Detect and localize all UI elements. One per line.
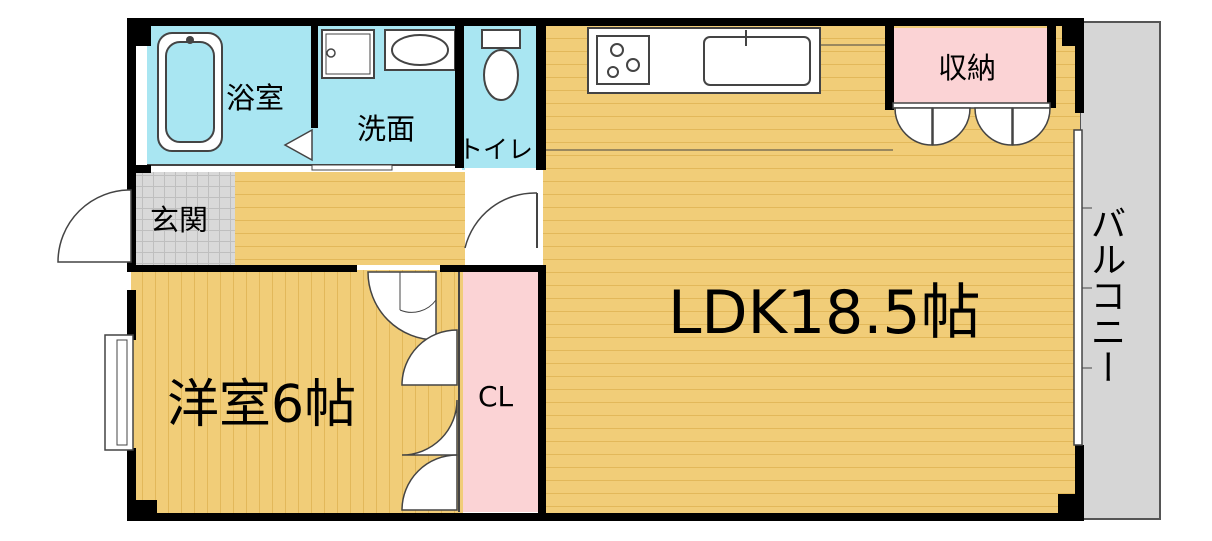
balcony-window	[1073, 129, 1083, 446]
stove-icon	[596, 35, 650, 85]
storage-doors	[892, 102, 1051, 146]
entrance-floor	[135, 172, 235, 265]
walls	[127, 18, 1084, 521]
room-label-toilet: トイレ	[458, 135, 533, 164]
room-label-washroom: 洗面	[357, 112, 415, 146]
toilet-bowl-icon	[483, 49, 519, 101]
entrance-door	[57, 189, 132, 263]
toilet-doorway	[465, 168, 540, 265]
closet-area	[463, 272, 541, 512]
sink-icon	[703, 36, 811, 86]
room-label-storage: 収納	[938, 51, 996, 85]
toilet-door	[464, 192, 538, 249]
room-label-entrance: 玄関	[150, 203, 208, 237]
balcony-area	[1079, 21, 1161, 520]
washing-machine-icon	[321, 29, 375, 79]
room-label-western: 洋室6帖	[167, 375, 356, 435]
hall-floor	[235, 172, 465, 265]
room-label-balcony: バルコニー	[1085, 205, 1126, 385]
room-label-closet: CL	[478, 380, 514, 413]
toilet-tank-icon	[481, 29, 521, 49]
closet-doors	[401, 329, 458, 511]
room-label-ldk: LDK18.5帖	[668, 278, 981, 348]
room-label-bath: 浴室	[226, 81, 284, 115]
storage-area	[893, 28, 1050, 103]
